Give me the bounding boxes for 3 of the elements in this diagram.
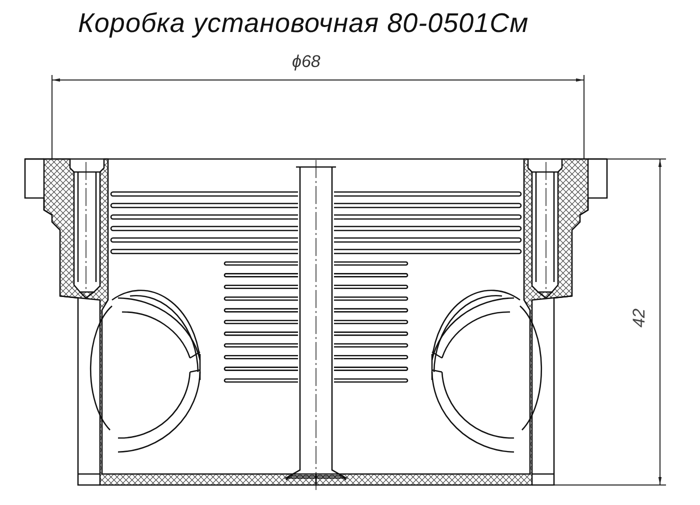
dimension-value: ϕ68 bbox=[292, 52, 320, 72]
dimension-value: 42 bbox=[629, 308, 650, 328]
drawing-title: Коробка установочная 80-0501См bbox=[78, 8, 529, 39]
